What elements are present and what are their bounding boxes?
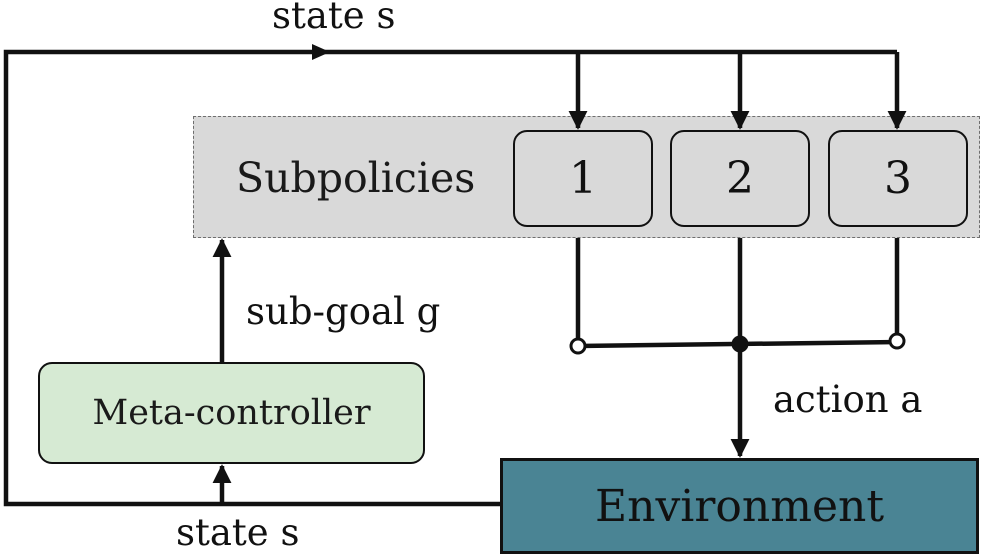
subgoal-label: sub-goal g (246, 290, 441, 333)
meta-controller-box: Meta-controller (38, 362, 425, 464)
state-feedback-loop-line (3, 49, 897, 507)
subpolicy-2-box: 2 (670, 130, 810, 227)
action-label: action a (773, 378, 923, 421)
state-direction-arrowhead (312, 44, 330, 60)
subpolicies-label: Subpolicies (236, 154, 476, 202)
subpolicy-1-box: 1 (513, 130, 653, 227)
selector-contact-1 (569, 337, 587, 355)
subpolicy-3-box: 3 (828, 130, 968, 227)
state-bottom-label: state s (176, 511, 300, 554)
environment-box: Environment (500, 458, 979, 554)
selector-contact-3 (888, 332, 906, 350)
state-top-label: state s (272, 0, 396, 37)
selector-contact-2 (731, 335, 749, 353)
